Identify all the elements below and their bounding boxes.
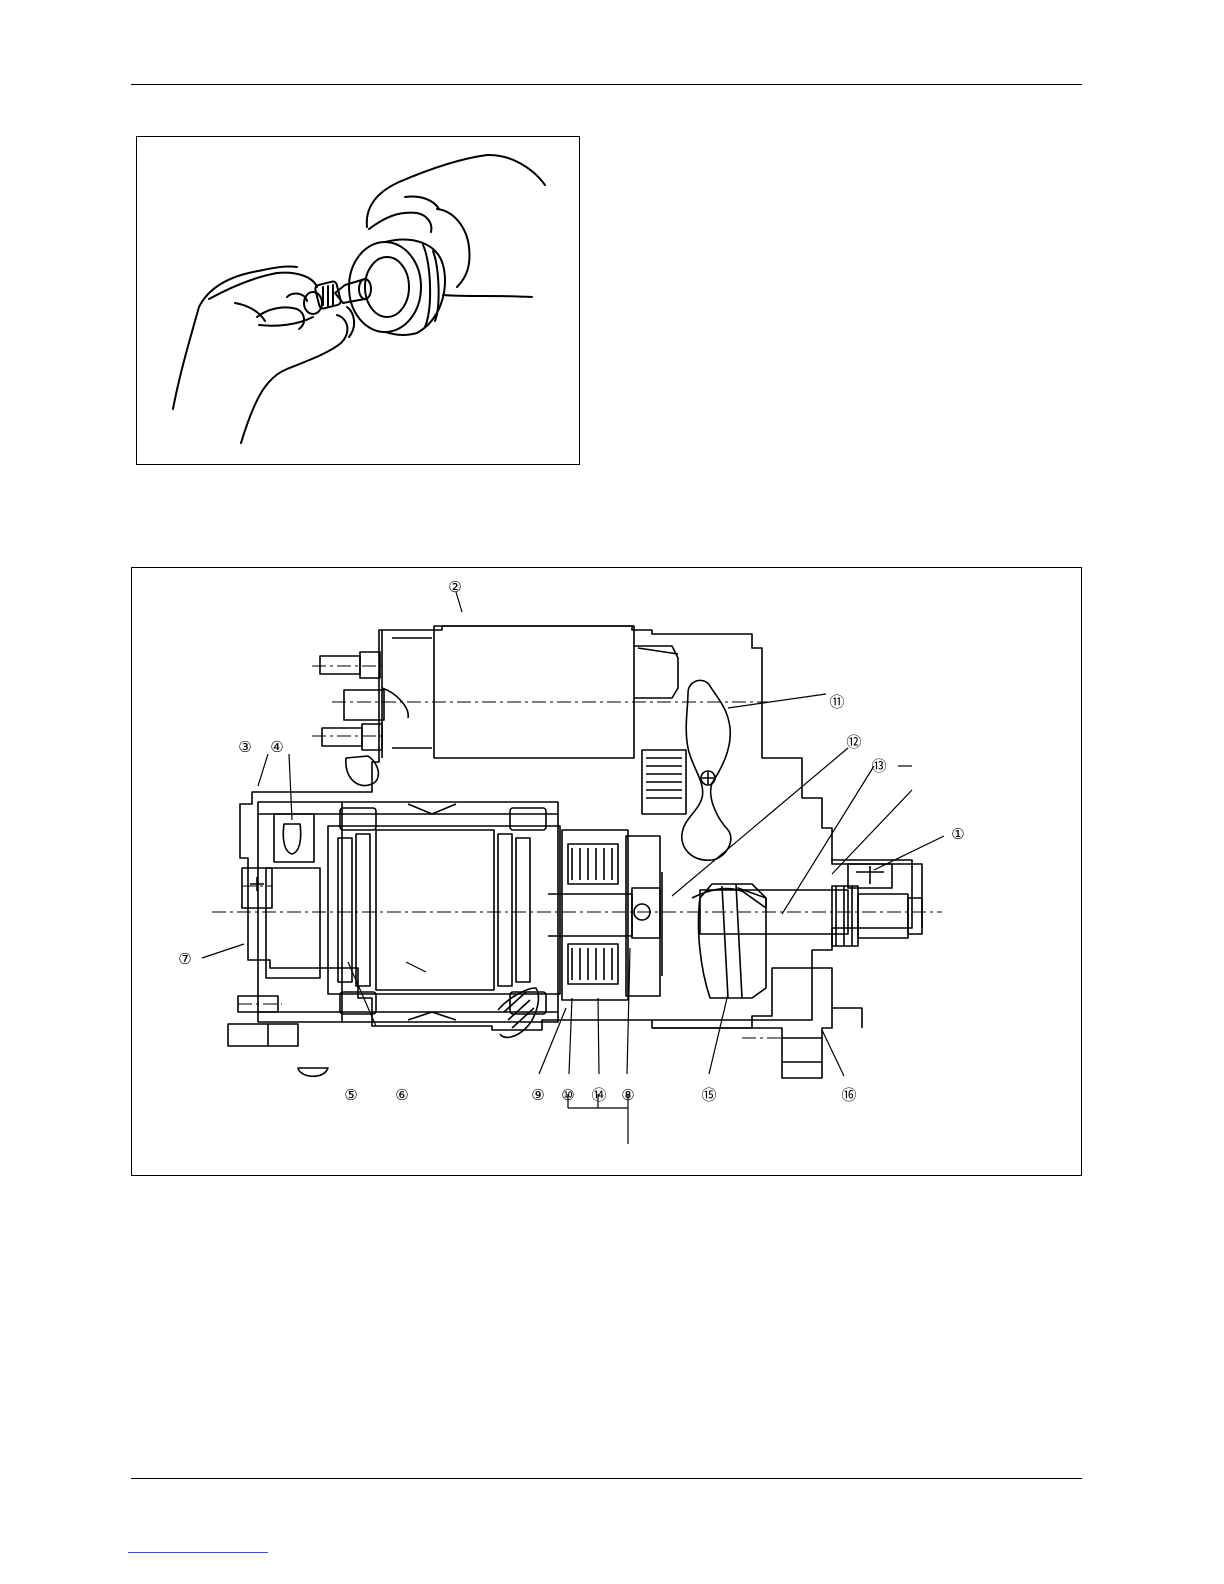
header-rule — [131, 84, 1082, 85]
callout-6: ⑥ — [395, 1086, 408, 1104]
callout-layer: ① ② ③ ④ ⑤ ⑥ ⑦ ⑧ ⑨ ⑩ ⑪ ⑫ ⑬ ⑭ ⑮ ⑯ — [132, 568, 1083, 1177]
callout-10: ⑩ — [561, 1086, 574, 1104]
callout-8: ⑧ — [621, 1086, 634, 1104]
callout-3: ③ — [238, 738, 251, 756]
callout-9: ⑨ — [531, 1086, 544, 1104]
callout-16: ⑯ — [841, 1086, 856, 1104]
figure-clutch-inspection — [136, 136, 580, 465]
callout-11: ⑪ — [829, 693, 844, 711]
callout-2: ② — [448, 578, 461, 596]
callout-14: ⑭ — [591, 1086, 606, 1104]
footer-rule — [131, 1478, 1082, 1479]
footer-link-underline[interactable] — [128, 1552, 268, 1553]
callout-12: ⑫ — [846, 733, 861, 751]
callout-7: ⑦ — [178, 950, 191, 968]
callout-15: ⑮ — [701, 1086, 716, 1104]
callout-1: ① — [951, 825, 964, 843]
hands-holding-starter-clutch-icon — [137, 137, 581, 466]
callout-5: ⑤ — [344, 1086, 357, 1104]
callout-4: ④ — [270, 738, 283, 756]
callout-13: ⑬ — [871, 757, 886, 775]
figure-starter-cross-section: ① ② ③ ④ ⑤ ⑥ ⑦ ⑧ ⑨ ⑩ ⑪ ⑫ ⑬ ⑭ ⑮ ⑯ — [131, 567, 1082, 1176]
